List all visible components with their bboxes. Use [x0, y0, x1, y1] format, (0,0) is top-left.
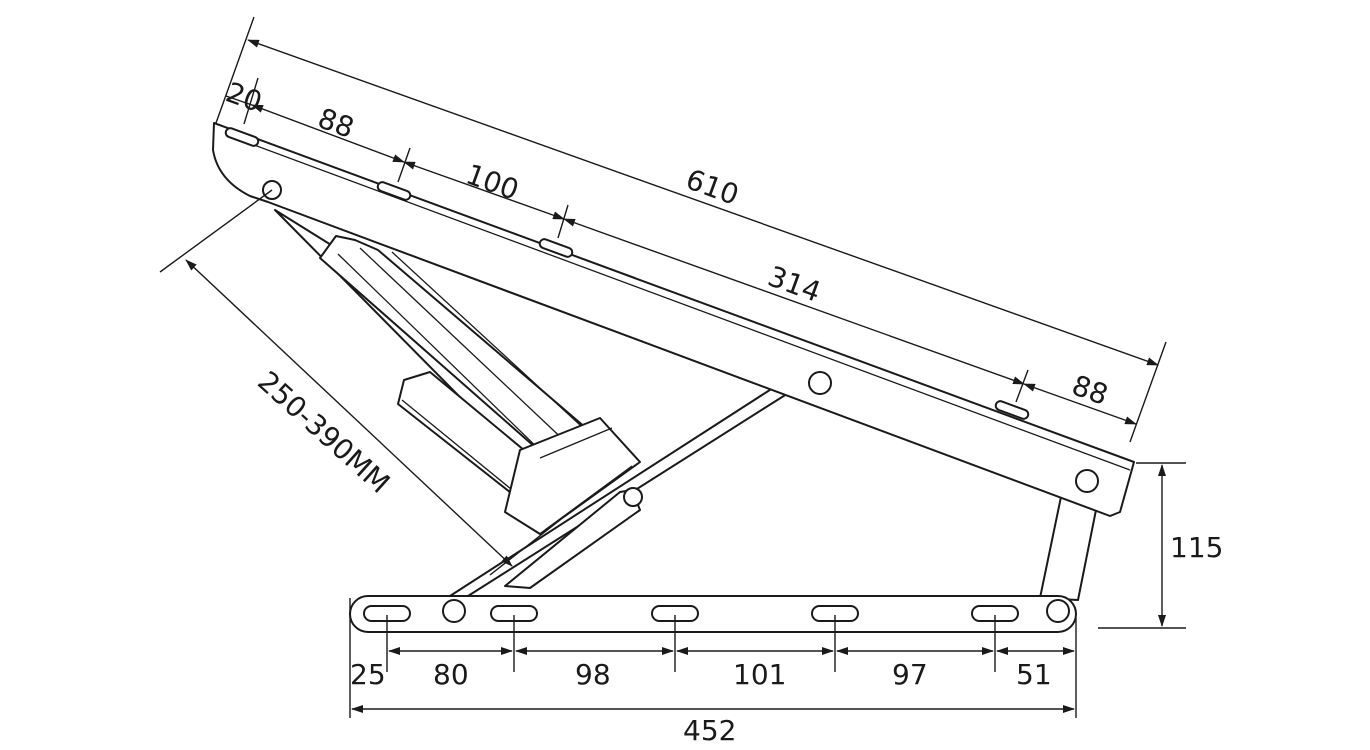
dim-label-20: 20: [222, 76, 267, 119]
dim-label-25: 25: [350, 658, 386, 691]
dim-label-98: 98: [575, 658, 611, 691]
top-pivot-hole-middle: [808, 371, 832, 395]
dim-line-88-right: [1023, 383, 1137, 425]
base-pivot-hole-right: [1046, 599, 1070, 623]
dim-label-88-left: 88: [314, 102, 359, 145]
dim-label-610: 610: [682, 163, 744, 212]
dim-label-115: 115: [1170, 531, 1223, 564]
dim-label-452: 452: [683, 714, 736, 747]
dim-label-80: 80: [433, 658, 469, 691]
dim-label-101: 101: [733, 658, 786, 691]
dim-label-stroke: 250-390MM: [251, 365, 396, 500]
dim-line-100: [403, 161, 565, 220]
base-bar: [349, 595, 1077, 633]
dim-label-88-right: 88: [1068, 369, 1113, 412]
dim-label-97: 97: [892, 658, 928, 691]
dim-label-51: 51: [1016, 658, 1052, 691]
height-dimension: 115: [1098, 462, 1223, 629]
dim-line-stroke: [185, 259, 513, 567]
base-frame: [349, 595, 1077, 633]
base-pivot-hole-left: [442, 599, 466, 623]
dim-label-314: 314: [764, 260, 826, 309]
scissor-pivot-hole: [623, 487, 643, 507]
dim-label-100: 100: [462, 158, 524, 207]
bottom-dimensions: 25 80 98 101 97 51 452: [349, 598, 1077, 747]
dim-line-314: [563, 218, 1025, 385]
top-pivot-hole-right: [1075, 469, 1099, 493]
dim-line-88-left: [251, 104, 405, 163]
